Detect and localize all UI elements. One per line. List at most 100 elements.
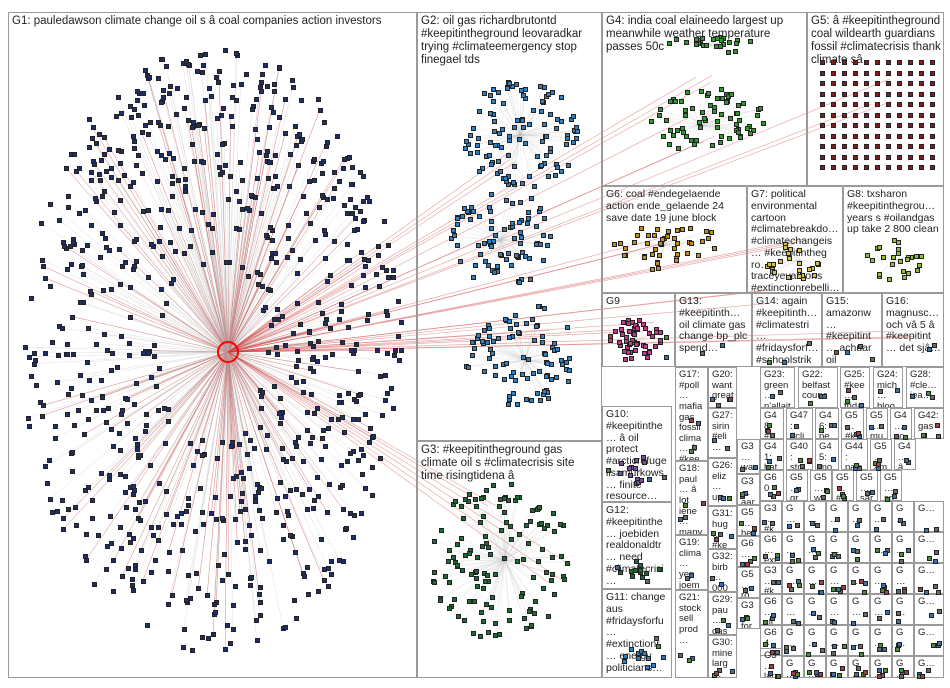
g1-node	[125, 421, 131, 427]
small-group-node	[774, 649, 780, 655]
small-group-node	[845, 349, 851, 355]
group-label-g47: G47: #cli…	[790, 410, 808, 439]
g1-node	[327, 326, 333, 332]
small-group-node	[885, 496, 891, 502]
g1-node	[311, 498, 317, 504]
g10-node	[632, 466, 638, 472]
g5-node	[919, 144, 924, 149]
small-group-node	[935, 590, 941, 596]
g2-node	[471, 208, 477, 214]
g1-node	[238, 159, 244, 165]
g3-node	[552, 528, 558, 534]
g1-node	[219, 113, 225, 119]
small-group-label: G…	[786, 658, 796, 677]
g4-node	[683, 107, 689, 113]
g1-node	[346, 324, 352, 330]
g5-node	[864, 70, 869, 76]
g1-node	[99, 470, 105, 476]
g1-node	[399, 347, 405, 353]
g1-node	[326, 566, 332, 572]
g2-node	[545, 395, 551, 401]
g1-node	[233, 473, 239, 479]
g7-node	[811, 273, 817, 279]
g6-node	[621, 252, 627, 258]
g1-node	[268, 256, 274, 262]
g1-node	[77, 300, 83, 306]
g1-node	[340, 414, 346, 420]
g1-node	[353, 398, 359, 404]
g3-node	[462, 497, 468, 503]
g3-node	[451, 555, 457, 561]
small-group-node	[918, 587, 924, 593]
g1-node	[128, 285, 134, 291]
g8-node	[881, 254, 887, 260]
small-group-node	[814, 523, 820, 529]
g5-node	[908, 133, 913, 139]
small-group-label: G…	[874, 565, 884, 587]
g1-node	[254, 97, 260, 102]
g1-node	[126, 352, 132, 358]
g5-node	[897, 144, 902, 149]
g1-node	[93, 408, 99, 414]
small-group-node	[863, 581, 869, 587]
group-label-g31: G31: hug… #ke…	[712, 508, 733, 549]
small-group-node	[879, 424, 885, 430]
g4-node	[725, 50, 731, 56]
g5-node	[886, 133, 891, 139]
g1-node	[167, 240, 173, 246]
g3-node	[431, 569, 437, 575]
g1-node	[234, 50, 240, 56]
group-label-g44: G44: patr…	[845, 441, 863, 469]
g1-node	[283, 130, 289, 136]
group-label-g60: G60	[764, 472, 777, 494]
g1-node	[311, 506, 317, 512]
group-panel-g29: G29: pau… gas…	[708, 592, 737, 635]
g1-node	[122, 473, 128, 479]
g3-node	[524, 625, 530, 631]
g1-node	[361, 273, 367, 279]
g3-node	[484, 541, 490, 547]
g1-node	[363, 285, 369, 291]
g5-node	[897, 133, 902, 139]
g1-node	[252, 445, 258, 451]
g9-node	[628, 356, 634, 362]
g1-node	[66, 392, 72, 398]
small-group-panel: G…	[804, 594, 826, 625]
g9-node	[654, 329, 660, 335]
small-group-node	[929, 613, 935, 619]
g2-node	[476, 169, 482, 175]
g1-node	[259, 71, 265, 77]
g1-node	[169, 181, 175, 187]
g1-node	[181, 626, 187, 632]
g5-node	[875, 112, 880, 118]
g1-node	[222, 552, 228, 558]
g1-node	[115, 365, 121, 371]
g1-node	[341, 165, 347, 171]
small-group-node	[937, 609, 943, 615]
small-group-node	[844, 424, 850, 430]
group-label-g5h: G5… sar…	[860, 472, 874, 501]
g1-node	[53, 435, 59, 441]
g1-node	[97, 178, 103, 184]
group-label-g5: G5: â #keepitintheground coal wildearth …	[811, 15, 941, 66]
g1-node	[142, 103, 148, 109]
g2-node	[468, 217, 474, 223]
group-panel-g9: G9	[602, 293, 675, 367]
small-group-label: G…	[874, 596, 884, 618]
g1-node	[272, 81, 278, 87]
g2-node	[486, 205, 492, 211]
g3-node	[482, 579, 488, 585]
g3-node	[528, 622, 534, 628]
group-panel-g7: G7: political environmental cartoon #cli…	[747, 186, 843, 293]
g4-node	[682, 112, 688, 118]
g4-node	[694, 41, 700, 47]
small-group-node	[716, 668, 722, 674]
small-group-node	[701, 500, 707, 506]
small-group-node	[725, 622, 731, 628]
group-panel-g14: G14: again #keepitinth… #climatestri… #f…	[752, 293, 822, 367]
g4-node	[679, 98, 685, 104]
g9-node	[626, 329, 632, 335]
small-group-node	[711, 437, 717, 443]
g1-node	[304, 507, 310, 513]
g1-node	[131, 138, 137, 144]
